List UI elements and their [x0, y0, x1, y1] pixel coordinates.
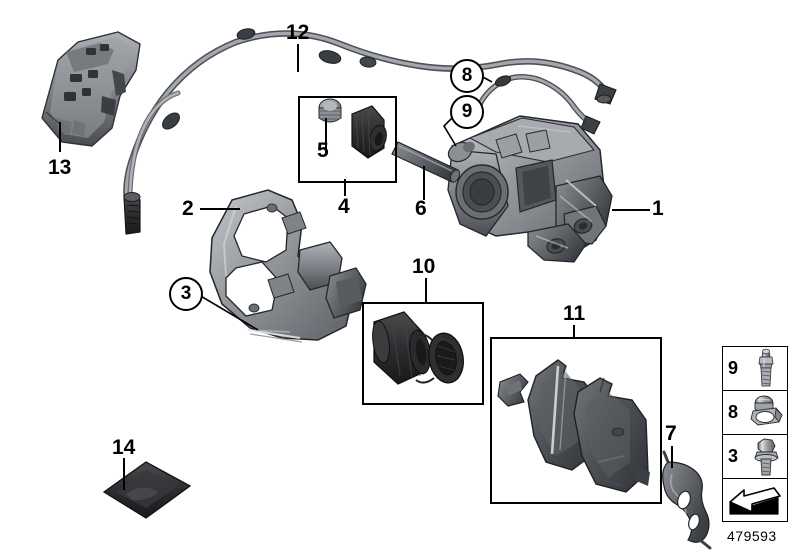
- callout-8: 8: [450, 59, 484, 93]
- legend-row-9: 9: [723, 347, 787, 391]
- art-anti-squeal-shim: [102, 461, 192, 519]
- hex-flange-bolt-icon: [746, 435, 787, 478]
- callout-6: 6: [415, 197, 427, 220]
- legend-row-3: 3: [723, 435, 787, 479]
- art-hose-lead: [472, 74, 601, 135]
- diagram-id-number: 479593: [727, 528, 777, 544]
- legend-row-9-number: 9: [728, 358, 739, 378]
- callout-2: 2: [182, 197, 194, 220]
- callout-4: 4: [338, 195, 350, 218]
- legend-row-8: 8: [723, 391, 787, 435]
- callout-3: 3: [169, 277, 203, 311]
- callout-13: 13: [48, 156, 72, 179]
- group-box-11: [490, 337, 662, 504]
- art-piston-seal-kit: [372, 311, 464, 385]
- legend-row-8-number: 8: [728, 402, 739, 422]
- callout-1: 1: [652, 197, 664, 220]
- hose-banjo-bolt-icon: [746, 391, 787, 434]
- art-retaining-spring: [662, 450, 712, 550]
- callout-7: 7: [665, 422, 677, 445]
- arrow-symbol-icon: [723, 479, 787, 523]
- leader-9: [442, 117, 457, 147]
- group-box-10: [362, 302, 484, 405]
- callout-14: 14: [112, 436, 136, 459]
- art-guide-sleeve-kit: [318, 98, 387, 159]
- art-brake-caliper: [447, 115, 613, 263]
- legend-row-3-number: 3: [728, 446, 739, 466]
- callout-10: 10: [412, 255, 436, 278]
- bleeder-screw-icon: [746, 347, 787, 390]
- art-protection-plate: [41, 31, 141, 147]
- callout-5: 5: [317, 139, 329, 162]
- art-brake-pad-wear-sensor: [123, 28, 617, 235]
- legend-row-arrow: [723, 479, 787, 523]
- leader-3: [198, 294, 259, 331]
- callout-11: 11: [563, 302, 586, 325]
- art-caliper-carrier: [209, 189, 367, 343]
- callout-12: 12: [286, 21, 310, 44]
- callout-9: 9: [450, 95, 484, 129]
- group-box-4: [298, 96, 397, 183]
- art-brake-pad-set: [497, 359, 650, 493]
- art-guide-pin: [391, 141, 461, 183]
- legend-box: 9 8: [722, 346, 788, 522]
